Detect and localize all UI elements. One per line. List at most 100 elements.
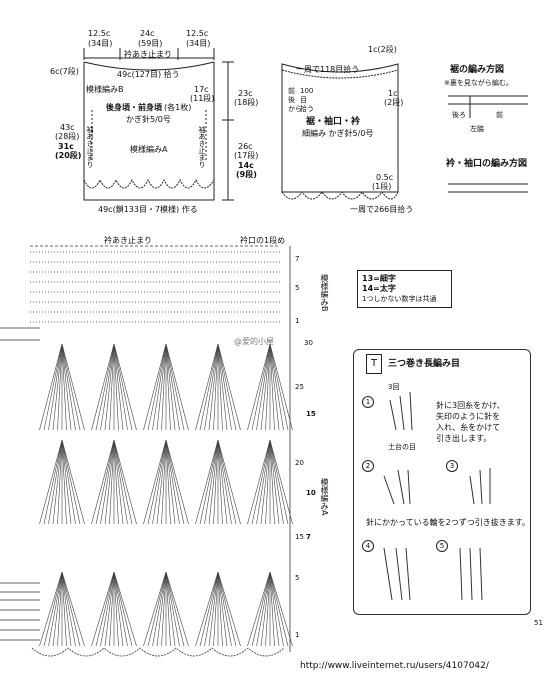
fan-stitch-line	[95, 343, 115, 431]
fan-stitch-line	[269, 439, 289, 525]
watermark: @爱的小屋	[234, 337, 274, 346]
chart-collar-label: 衿口の1段め	[240, 236, 286, 245]
fan-stitch-line	[269, 571, 280, 647]
fan-stitch-line	[213, 571, 219, 647]
fan-stitch-line	[156, 439, 167, 525]
side-pickup-4: 100	[300, 87, 314, 95]
pickup-266: 一周で266目拾う	[350, 205, 414, 214]
fan-stitch-line	[100, 439, 115, 525]
fan-stitch-line	[100, 343, 115, 431]
fan-stitch-line	[113, 343, 128, 431]
fan-stitch-line	[165, 439, 171, 525]
fan-stitch-line	[52, 439, 63, 525]
fan-stitch-line	[165, 343, 185, 431]
source-url[interactable]: http://www.liveinternet.ru/users/4107042…	[300, 661, 489, 671]
dim-left-stitches: (34目)	[88, 39, 113, 48]
fan-stitch-line	[165, 571, 185, 647]
sleeve-stop-right: 袖あき止まり	[198, 126, 206, 168]
side-pickup-5: 目	[300, 96, 307, 104]
fan-stitch-line	[57, 571, 63, 647]
right-1c-rows: (2段)	[384, 98, 404, 107]
fan-stitch-line	[57, 343, 63, 431]
step1-text: 矢印のように針を	[436, 412, 500, 421]
fan-stitch-line	[61, 343, 67, 431]
stitch-guide-box	[353, 349, 531, 615]
yoke-rows: 6c(7段)	[50, 67, 79, 76]
fan-stitch-line	[269, 343, 284, 431]
fan-stitch-line	[61, 439, 81, 525]
fan-stitch-line	[147, 439, 167, 525]
step1-text: 引き出します。	[436, 434, 492, 443]
fan-stitch-line	[91, 343, 115, 431]
fan-stitch-line	[165, 343, 171, 431]
fan-stitch-line	[217, 343, 223, 431]
fan-stitch-line	[113, 439, 128, 525]
row-num: 15	[295, 533, 304, 541]
fan-stitch-line	[165, 571, 180, 647]
fan-stitch-line	[217, 439, 237, 525]
fan-stitch-line	[260, 343, 271, 431]
hem-back: 後ろ	[452, 111, 466, 119]
fan-stitch-line	[204, 343, 219, 431]
fan-stitch-line	[213, 343, 219, 431]
fan-stitch-line	[104, 571, 115, 647]
body-title-count: (各1枚)	[164, 103, 192, 112]
fan-stitch-line	[113, 571, 124, 647]
fan-stitch-line	[260, 439, 271, 525]
fan-stitch-line	[113, 571, 133, 647]
pattern-b-label: 模様編みB	[86, 85, 124, 94]
fan-stitch-line	[61, 343, 85, 431]
step-4: 4	[362, 540, 374, 552]
fan-stitch-line	[95, 571, 115, 647]
fan-stitch-line	[61, 571, 72, 647]
edging-hook: 細編み かぎ針5/0号	[302, 129, 374, 138]
hem-side: 左脇	[470, 125, 484, 133]
fan-stitch-line	[217, 571, 237, 647]
fan-stitch-line	[95, 439, 115, 525]
fan-stitch-line	[43, 343, 63, 431]
step1-text: 入れ、糸をかけて	[436, 423, 501, 432]
fan-stitch-line	[165, 343, 180, 431]
fan-stitch-line	[269, 571, 275, 647]
right-col-rows1: (18段)	[234, 98, 259, 107]
fan-stitch-line	[61, 439, 72, 525]
collar-title: 衿・袖口の編み方図	[446, 159, 528, 169]
fan-stitch-line	[152, 343, 167, 431]
row-num: 5	[295, 284, 300, 292]
legend-line1: 13=細字	[362, 274, 396, 283]
fan-stitch-line	[113, 439, 124, 525]
row-num: 7	[295, 255, 300, 263]
fan-stitch-line	[260, 571, 271, 647]
row-num: 5	[295, 574, 300, 582]
pattern-a-label: 模様編みA	[130, 145, 168, 154]
fan-stitch-line	[217, 571, 232, 647]
fan-stitch-line	[217, 439, 241, 525]
fan-stitch-line	[165, 571, 189, 647]
fan-stitch-line	[113, 439, 137, 525]
fan-stitch-line	[195, 571, 219, 647]
fan-stitch-line	[113, 571, 128, 647]
step1-sub: 土台の目	[388, 443, 416, 451]
fan-stitch-line	[247, 343, 271, 431]
fan-stitch-line	[61, 571, 76, 647]
fan-stitch-line	[165, 439, 180, 525]
legend-line3: 1つしかない数字は共通	[362, 295, 437, 303]
bottom-05: 0.5c	[376, 173, 394, 182]
fan-stitch-line	[165, 571, 176, 647]
fan-stitch-line	[269, 439, 293, 525]
fan-stitch-line	[256, 439, 271, 525]
fan-stitch-line	[269, 439, 280, 525]
guide-title: 三つ巻き長編み目	[388, 359, 461, 369]
fan-stitch-line	[165, 571, 171, 647]
side-pickup-2: 後	[288, 96, 295, 104]
fan-stitch-line	[43, 571, 63, 647]
chart-neck-label: 衿あき止まり	[104, 236, 152, 245]
fan-stitch-line	[61, 439, 85, 525]
right-top-rows: (11段)	[190, 94, 215, 103]
fan-stitch-line	[217, 571, 228, 647]
row-num: 20	[295, 459, 304, 467]
fan-stitch-line	[152, 439, 167, 525]
fan-stitch-line	[269, 343, 289, 431]
hem-title: 裾の編み方図	[450, 65, 505, 75]
bottom-05-rows: (1段)	[372, 182, 392, 191]
